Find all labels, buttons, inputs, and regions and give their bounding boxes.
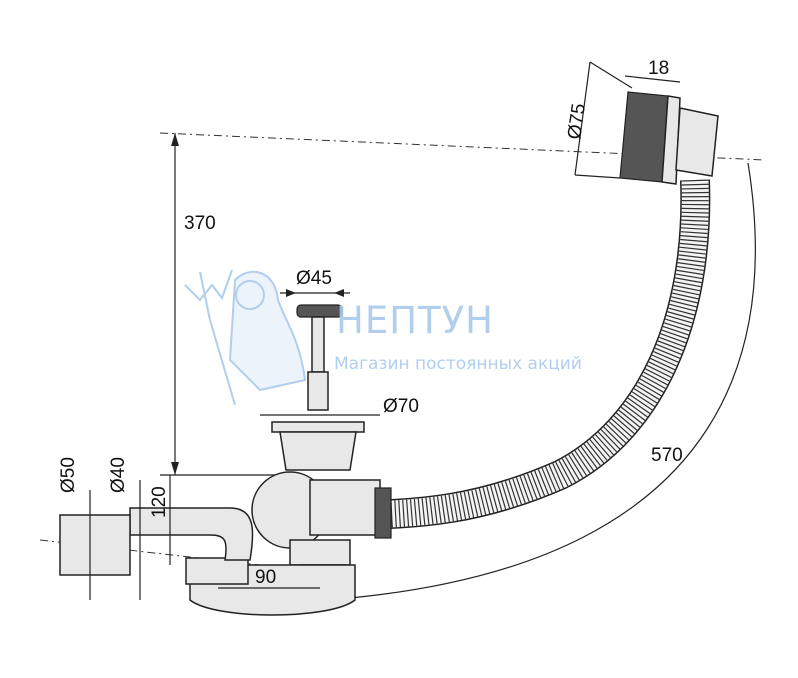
trap-height-label: 120 [149, 486, 170, 518]
overflow-diameter-label: Ø75 [564, 102, 590, 140]
height-dimension: 370 [171, 133, 216, 475]
trap-offset-label: 90 [255, 567, 276, 588]
outlet-outer-diameter-label: Ø50 [58, 457, 79, 493]
overflow-head: 18 Ø75 [564, 58, 719, 185]
drain-diameter-label: Ø70 [383, 396, 419, 417]
trap: Ø50 Ø40 120 90 [58, 457, 356, 616]
overflow-width-label: 18 [648, 58, 669, 79]
outlet-inner-diameter-label: Ø40 [108, 457, 129, 493]
plug: Ø45 [280, 268, 350, 411]
watermark-tagline: Магазин постоянных акций [334, 354, 582, 374]
hose-length-label: 570 [651, 445, 683, 466]
watermark-brand: НЕПТУН [336, 299, 494, 342]
height-label: 370 [184, 213, 216, 234]
drain-body: Ø70 [251, 396, 419, 586]
neptune-logo-icon [184, 269, 307, 406]
hose-length-dimension: 570 [349, 162, 756, 599]
watermark: НЕПТУН Магазин постоянных акций [184, 269, 582, 406]
corrugated-hose [339, 179, 711, 530]
plug-diameter-label: Ø45 [296, 268, 332, 289]
